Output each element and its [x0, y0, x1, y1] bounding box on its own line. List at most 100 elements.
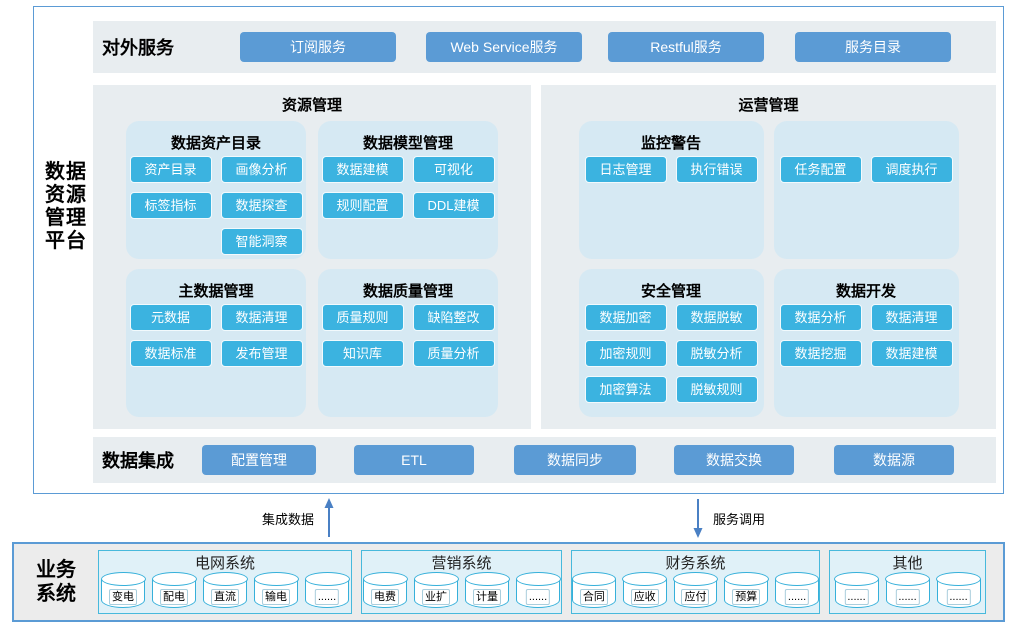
quality-rule-button[interactable]: 质量规则: [321, 304, 404, 331]
restful-service-button[interactable]: Restful服务: [608, 32, 764, 62]
data-source-button[interactable]: 数据源: [834, 445, 954, 475]
service-call-flow: 服务调用: [692, 496, 765, 540]
database-icon: ......: [885, 572, 930, 608]
data-encryption-button[interactable]: 数据加密: [584, 304, 667, 331]
database-icon: 变电: [100, 572, 146, 608]
down-arrow-icon: [693, 499, 703, 538]
database-icon: 预算: [723, 572, 769, 608]
integrate-data-label: 集成数据: [262, 511, 315, 527]
database-icon: 计量: [464, 572, 510, 608]
system-other: 其他 ...... ...... ......: [829, 550, 986, 614]
group-data-asset-catalog: 数据资产目录 资产目录 画像分析 标签指标 数据探查 智能洞察: [126, 121, 306, 259]
up-arrow-icon: [324, 498, 334, 537]
data-analysis-button[interactable]: 数据分析: [779, 304, 862, 331]
data-cleaning-dev-button[interactable]: 数据清理: [870, 304, 953, 331]
data-sync-button[interactable]: 数据同步: [514, 445, 636, 475]
group-data-model-management: 数据模型管理 数据建模 可视化 规则配置 DDL建模: [318, 121, 498, 259]
profile-analysis-button[interactable]: 画像分析: [220, 156, 303, 183]
data-modeling-button[interactable]: 数据建模: [321, 156, 404, 183]
group-title: 数据模型管理: [362, 135, 453, 152]
data-integration-label: 数据集成: [102, 451, 174, 471]
encryption-algorithm-button[interactable]: 加密算法: [584, 376, 667, 403]
database-icon: 输电: [253, 572, 299, 608]
group-title: [774, 121, 959, 156]
quality-analysis-button[interactable]: 质量分析: [412, 340, 495, 367]
platform-box: 数据 资源 管理 平台 对外服务 订阅服务 Web Service服务 Rest…: [33, 6, 1004, 494]
system-marketing: 营销系统 电费 业扩 计量 ......: [361, 550, 562, 614]
database-icon: ......: [515, 572, 561, 608]
knowledge-base-button[interactable]: 知识库: [321, 340, 404, 367]
database-icon: 配电: [151, 572, 197, 608]
group-master-data-management: 主数据管理 元数据 数据清理 数据标准 发布管理: [126, 269, 306, 417]
ddl-modeling-button[interactable]: DDL建模: [412, 192, 495, 219]
platform-title: 数据 资源 管理 平台: [45, 161, 91, 253]
systems-row: 电网系统 变电 配电 直流 输电 ...... 营销系统 电费 业扩 计量 ..…: [98, 550, 986, 614]
publish-management-button[interactable]: 发布管理: [220, 340, 303, 367]
group-title: 数据开发: [835, 283, 896, 300]
database-icon: 业扩: [413, 572, 459, 608]
database-icon: 合同: [571, 572, 617, 608]
log-management-button[interactable]: 日志管理: [584, 156, 667, 183]
system-power-grid: 电网系统 变电 配电 直流 输电 ......: [98, 550, 352, 614]
visualization-button[interactable]: 可视化: [412, 156, 495, 183]
system-title: 营销系统: [431, 555, 492, 572]
group-task-scheduling: 任务配置 调度执行: [773, 121, 959, 259]
subscription-service-button[interactable]: 订阅服务: [240, 32, 396, 62]
group-title: 数据质量管理: [362, 283, 453, 300]
data-integration-row: 数据集成 配置管理 ETL 数据同步 数据交换 数据源: [93, 437, 996, 483]
encryption-rule-button[interactable]: 加密规则: [584, 340, 667, 367]
etl-button[interactable]: ETL: [354, 445, 474, 475]
masking-rule-button[interactable]: 脱敏规则: [675, 376, 758, 403]
task-config-button[interactable]: 任务配置: [779, 156, 862, 183]
database-icon: ......: [834, 572, 879, 608]
schedule-execution-button[interactable]: 调度执行: [870, 156, 953, 183]
database-icon: 应收: [622, 572, 667, 608]
data-mining-button[interactable]: 数据挖掘: [779, 340, 862, 367]
database-icon: 应付: [673, 572, 718, 608]
rule-config-button[interactable]: 规则配置: [321, 192, 404, 219]
web-service-button[interactable]: Web Service服务: [426, 32, 582, 62]
data-exchange-button[interactable]: 数据交换: [674, 445, 794, 475]
defect-rectification-button[interactable]: 缺陷整改: [412, 304, 495, 331]
database-icon: 直流: [202, 572, 248, 608]
data-standard-button[interactable]: 数据标准: [129, 340, 212, 367]
database-icon: ......: [774, 572, 820, 608]
group-data-development: 数据开发 数据分析 数据清理 数据挖掘 数据建模: [773, 269, 959, 417]
data-modeling-dev-button[interactable]: 数据建模: [870, 340, 953, 367]
resource-card-grid: 数据资产目录 资产目录 画像分析 标签指标 数据探查 智能洞察 数据模型管理 数…: [93, 121, 531, 417]
business-systems-box: 业务 系统 电网系统 变电 配电 直流 输电 ...... 营销系统 电费 业扩: [12, 542, 1005, 622]
operation-management-panel: 运营管理 监控警告 日志管理 执行错误 任务配置 调度执行: [541, 85, 996, 429]
integrate-data-flow: 集成数据: [262, 496, 335, 540]
group-monitor-alert: 监控警告 日志管理 执行错误: [578, 121, 764, 259]
group-title: 监控警告: [640, 135, 701, 152]
data-exploration-button[interactable]: 数据探查: [220, 192, 303, 219]
metadata-button[interactable]: 元数据: [129, 304, 212, 331]
platform-title-line: 数据: [45, 161, 87, 183]
service-call-label: 服务调用: [713, 511, 766, 527]
group-security-management: 安全管理 数据加密 数据脱敏 加密规则 脱敏分析 加密算法 脱敏规则: [578, 269, 764, 417]
config-management-button[interactable]: 配置管理: [202, 445, 316, 475]
system-title: 其他: [892, 555, 923, 572]
resource-panel-title: 资源管理: [281, 97, 342, 114]
execution-error-button[interactable]: 执行错误: [675, 156, 758, 183]
system-title: 财务系统: [665, 555, 726, 572]
system-title: 电网系统: [194, 555, 255, 572]
service-catalog-button[interactable]: 服务目录: [795, 32, 951, 62]
resource-management-panel: 资源管理 数据资产目录 资产目录 画像分析 标签指标 数据探查 智能洞察 数据模…: [93, 85, 531, 429]
external-services-row: 对外服务 订阅服务 Web Service服务 Restful服务 服务目录: [93, 21, 996, 73]
masking-analysis-button[interactable]: 脱敏分析: [675, 340, 758, 367]
data-masking-button[interactable]: 数据脱敏: [675, 304, 758, 331]
smart-insight-button[interactable]: 智能洞察: [220, 228, 303, 255]
asset-catalog-button[interactable]: 资产目录: [129, 156, 212, 183]
data-cleaning-button[interactable]: 数据清理: [220, 304, 303, 331]
group-title: 数据资产目录: [170, 135, 261, 152]
system-finance: 财务系统 合同 应收 应付 预算 ......: [571, 550, 820, 614]
operation-card-grid: 监控警告 日志管理 执行错误 任务配置 调度执行 安全管理: [541, 121, 996, 417]
platform-title-line: 资源: [45, 184, 87, 206]
group-title: 安全管理: [640, 283, 701, 300]
tag-indicator-button[interactable]: 标签指标: [129, 192, 212, 219]
platform-title-line: 平台: [45, 230, 87, 252]
database-icon: ......: [304, 572, 350, 608]
group-title: 主数据管理: [178, 283, 254, 300]
